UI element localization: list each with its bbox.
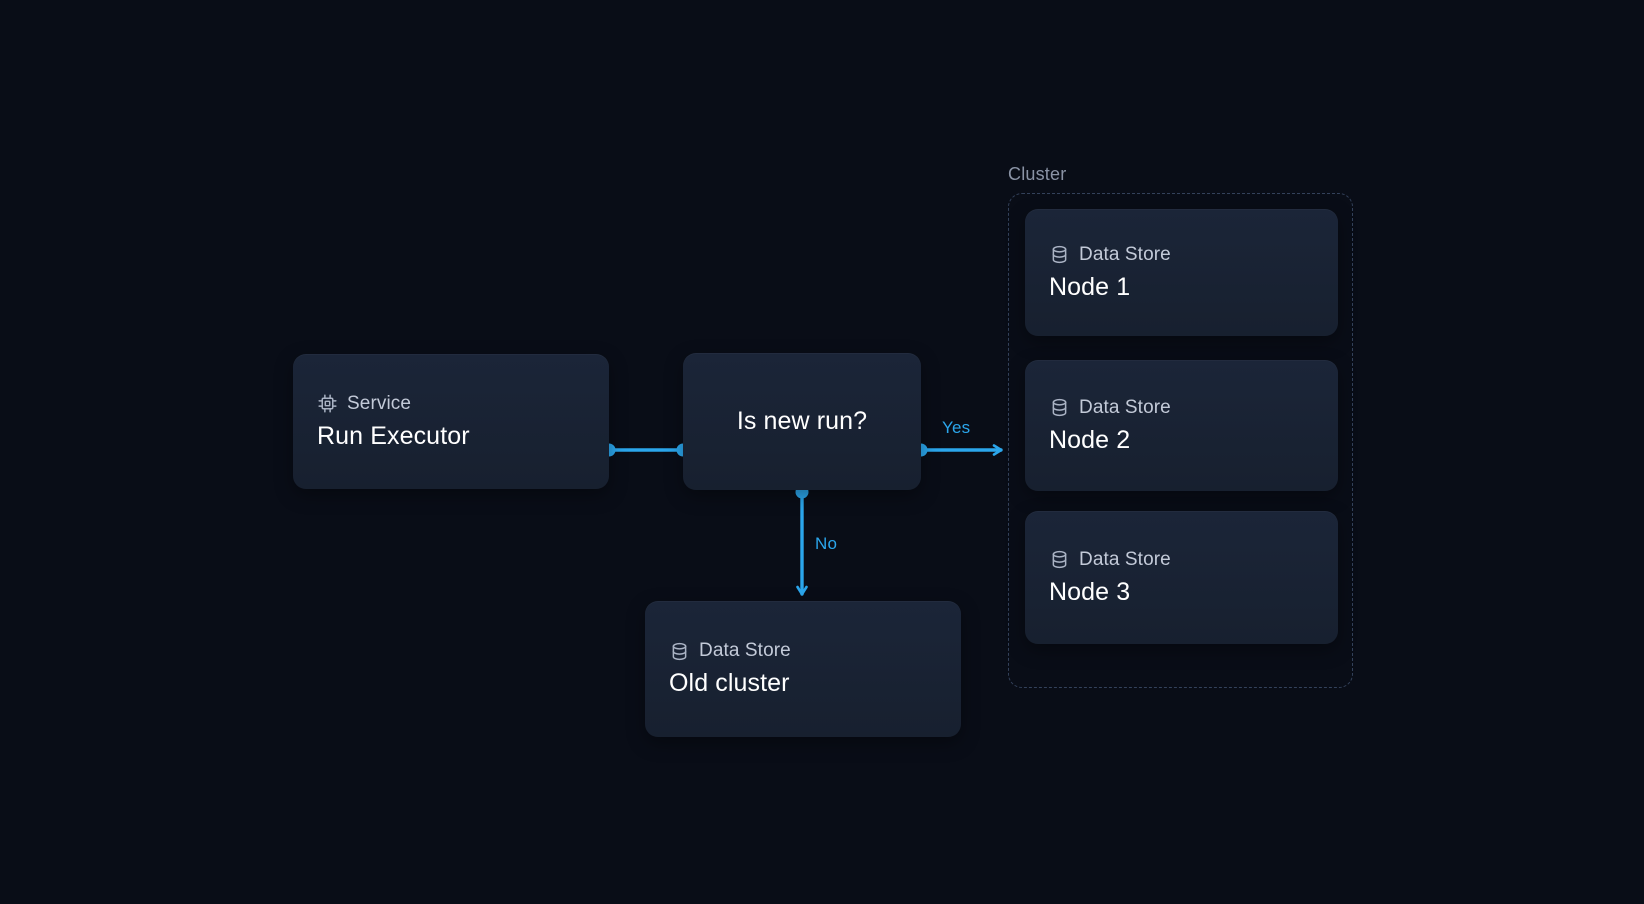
cluster-group-label: Cluster: [1008, 164, 1067, 184]
node-is-new-run[interactable]: Is new run?: [683, 353, 921, 490]
node-type-label: Data Store: [1079, 243, 1171, 265]
node-title: Node 2: [1049, 425, 1131, 454]
edge-decision-to-old-cluster: [795, 485, 809, 596]
node-title: Node 1: [1049, 272, 1131, 301]
node-title: Node 3: [1049, 577, 1131, 606]
database-icon: [1049, 397, 1070, 418]
node-type-label: Data Store: [1079, 548, 1171, 570]
node-node-2[interactable]: Data Store Node 2: [1025, 360, 1338, 491]
node-header: Data Store: [1049, 244, 1314, 266]
database-icon: [1049, 244, 1070, 265]
cluster-group-boundary: [1008, 193, 1353, 688]
node-old-cluster[interactable]: Data Store Old cluster: [645, 601, 961, 737]
database-icon: [669, 641, 690, 662]
node-header: Data Store: [1049, 549, 1314, 571]
edge-label-no: No: [815, 534, 838, 553]
cpu-icon: [317, 393, 338, 414]
database-icon: [1049, 549, 1070, 570]
edge-decision-to-cluster: [914, 443, 1003, 457]
node-node-1[interactable]: Data Store Node 1: [1025, 209, 1338, 336]
node-type-label: Data Store: [1079, 396, 1171, 418]
node-title: Is new run?: [736, 407, 868, 435]
node-header: Data Store: [1049, 397, 1314, 419]
node-title: Run Executor: [317, 421, 470, 450]
node-type-label: Data Store: [699, 640, 791, 661]
node-type-label: Service: [347, 392, 412, 414]
node-header: Service: [317, 393, 585, 415]
edge-run-executor-to-decision: [602, 443, 690, 457]
edge-label-yes: Yes: [942, 418, 971, 437]
node-title: Old cluster: [669, 669, 790, 697]
node-header: Data Store: [669, 640, 937, 662]
node-node-3[interactable]: Data Store Node 3: [1025, 511, 1338, 644]
node-run-executor[interactable]: Service Run Executor: [293, 354, 609, 489]
